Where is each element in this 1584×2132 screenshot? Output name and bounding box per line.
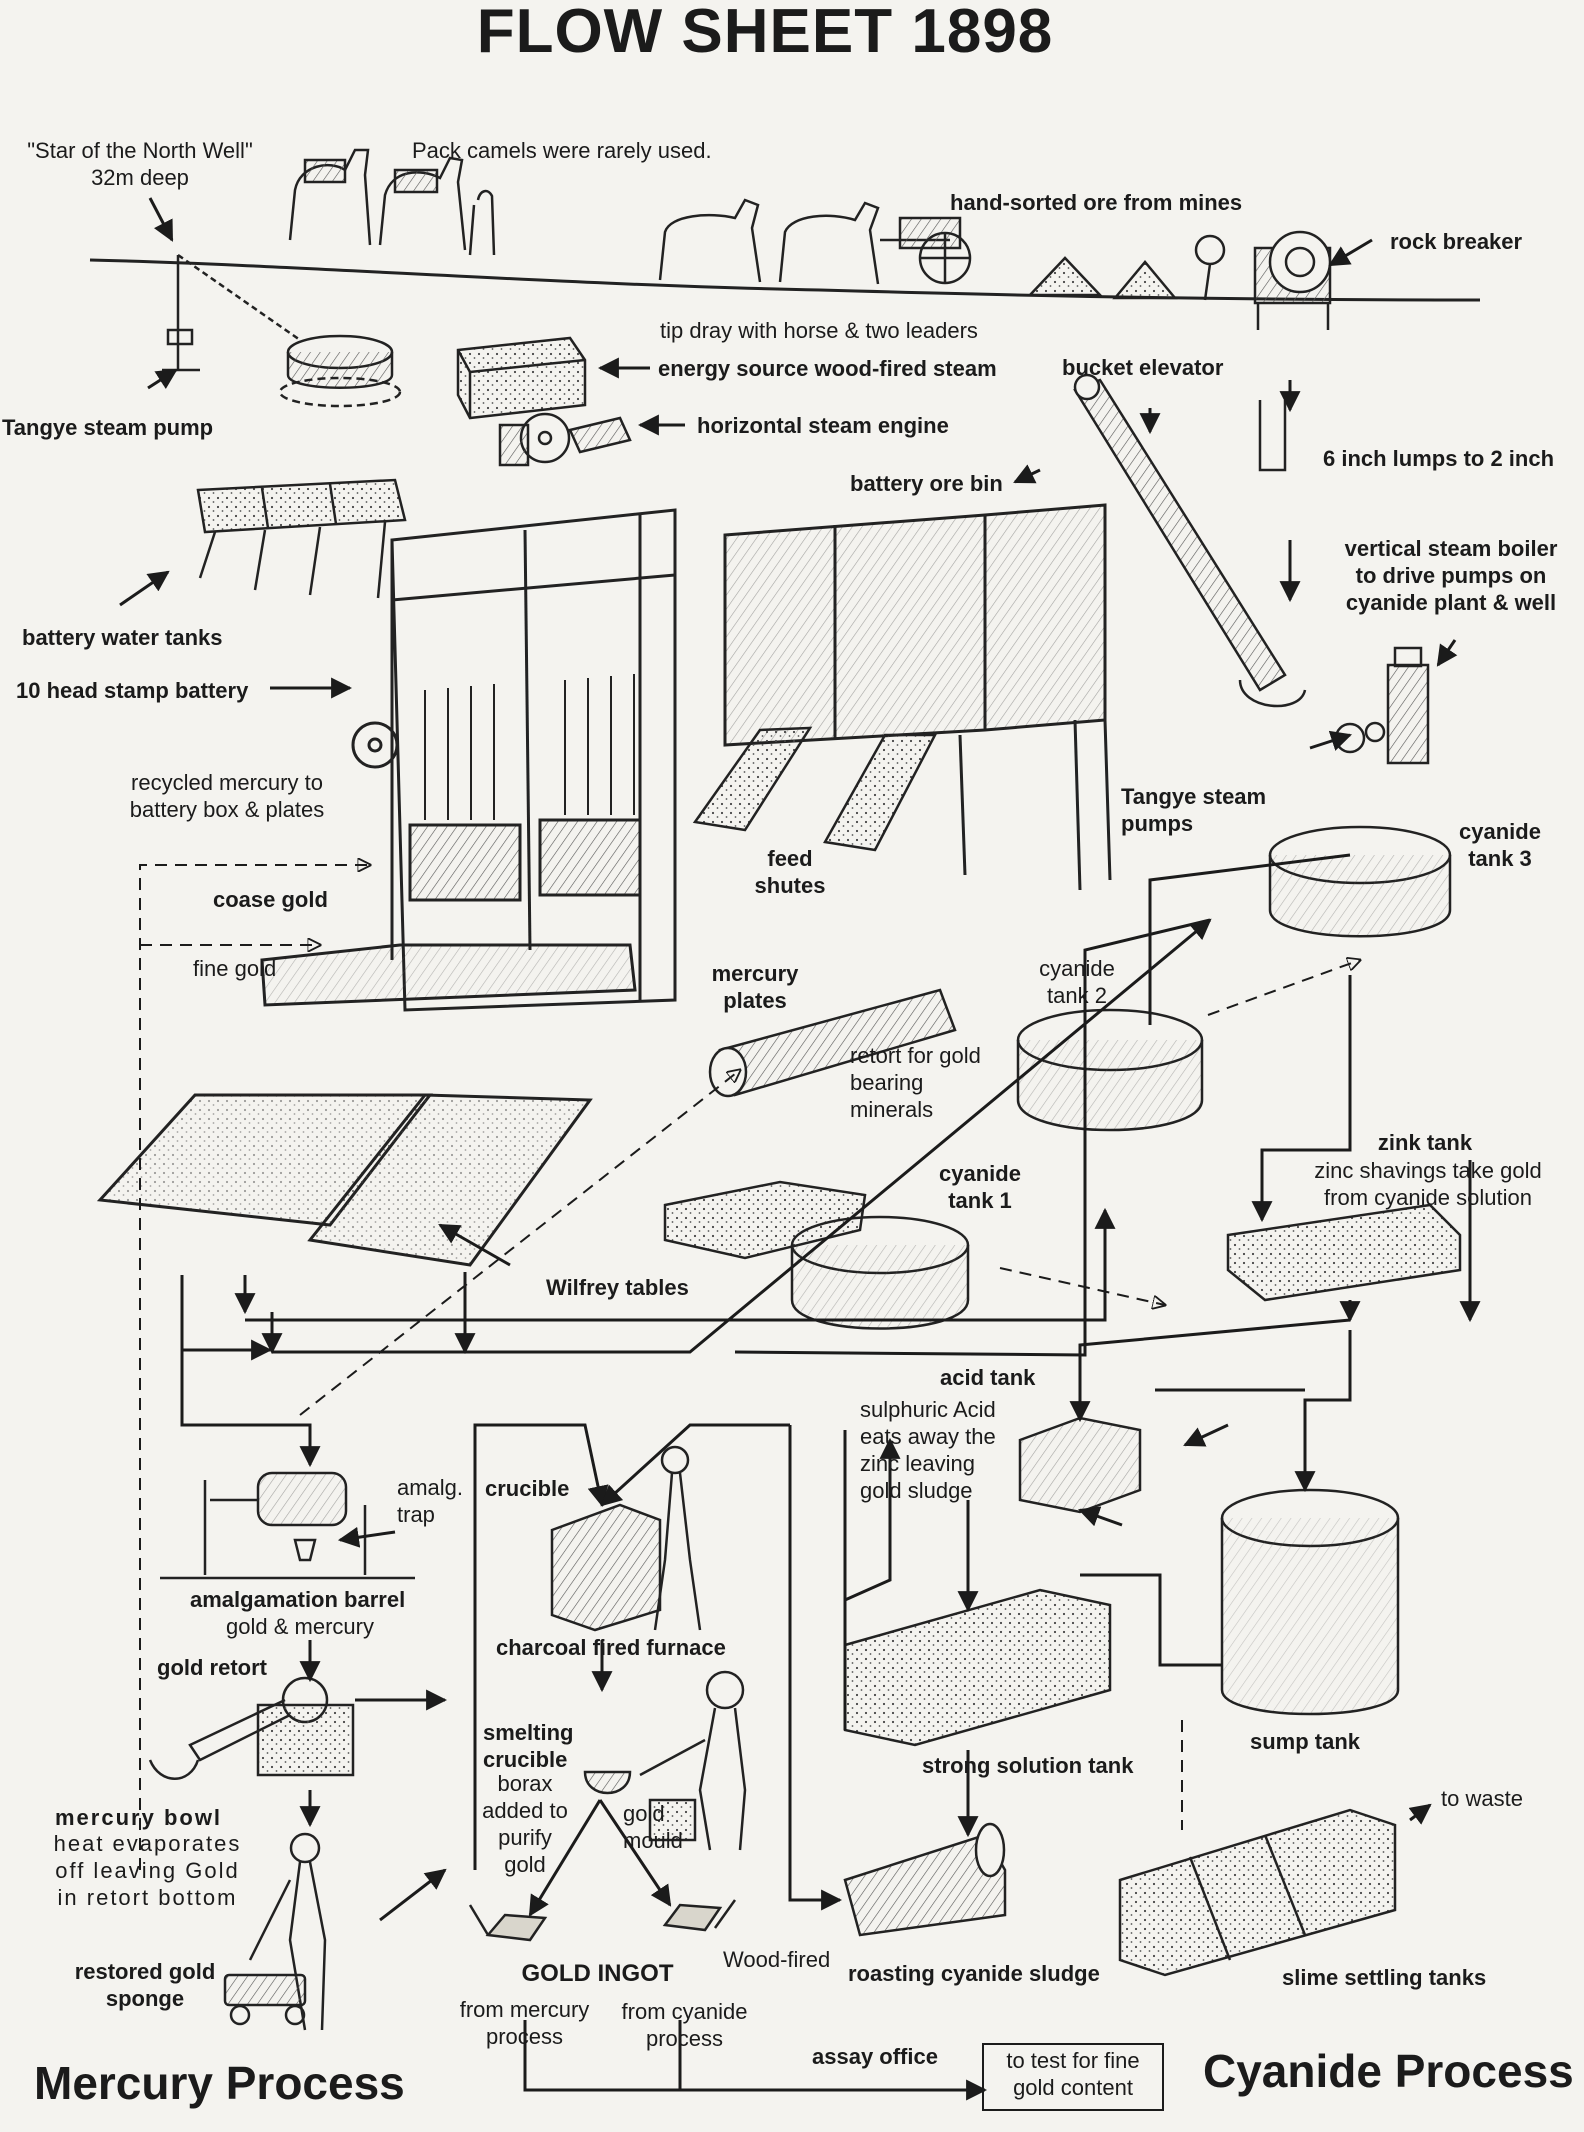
six-inch-label: 6 inch lumps to 2 inch xyxy=(1323,446,1555,471)
amalg-trap-label: amalg. trap xyxy=(397,1475,464,1527)
crucible-label: crucible xyxy=(485,1476,570,1501)
mercury-bowl-label: mercury bowl xyxy=(55,1805,223,1830)
battery-ore-bin-label: battery ore bin xyxy=(850,471,1003,496)
amalgamation-barrel-illustration xyxy=(160,1471,415,1580)
amalgamation-barrel-label: amalgamation barrel xyxy=(190,1587,406,1612)
smelting-crucible-label: smelting crucible xyxy=(483,1720,574,1772)
from-mercury-label: from mercury process xyxy=(459,1997,590,2049)
bucket-elevator-label: bucket elevator xyxy=(1062,355,1224,380)
gold-retort-label: gold retort xyxy=(157,1655,267,1680)
pack-camels-label: Pack camels were rarely used. xyxy=(412,138,712,163)
assay-office-label: assay office xyxy=(812,2044,938,2069)
cyanide-tank-1-illustration xyxy=(790,1215,970,1330)
cyanide-tank-3-label: cyanide tank 3 xyxy=(1459,819,1541,871)
mercury-process-heading: Mercury Process xyxy=(34,2057,405,2109)
mercury-plates-label: mercury plates xyxy=(711,961,799,1013)
battery-water-tanks-label: battery water tanks xyxy=(22,625,223,650)
zink-tank-illustration xyxy=(1226,1203,1462,1302)
slime-tanks-label: slime settling tanks xyxy=(1282,1965,1487,1990)
heat-evaporates-label: heat evaporates off leaving Gold in reto… xyxy=(53,1831,242,1910)
wilfrey-tables-illustration xyxy=(96,943,637,1267)
gold-mercury-label: gold & mercury xyxy=(226,1614,374,1639)
wood-fired-label: Wood-fired xyxy=(723,1947,831,1972)
stamp-battery-label: 10 head stamp battery xyxy=(16,678,249,703)
borax-label: borax added to purify gold xyxy=(482,1771,568,1877)
charcoal-furnace-label: charcoal fired furnace xyxy=(496,1635,726,1660)
strong-solution-label: strong solution tank xyxy=(922,1753,1134,1778)
tangye-pumps-label: Tangye steam pumps xyxy=(1121,784,1267,836)
steam-engine-illustration xyxy=(456,336,632,467)
retort-gold-label: retort for gold bearing minerals xyxy=(850,1043,981,1122)
cyanide-tank-2-label: cyanide tank 2 xyxy=(1039,956,1115,1008)
fine-gold-label: fine gold xyxy=(193,956,277,981)
battery-water-tanks-illustration xyxy=(196,478,407,599)
wilfrey-tables-label: Wilfrey tables xyxy=(546,1275,689,1300)
sump-tank-illustration xyxy=(1220,1488,1400,1716)
page-title: FLOW SHEET 1898 xyxy=(476,0,1054,66)
from-cyanide-label: from cyanide process xyxy=(621,1999,748,2051)
zink-tank-label: zink tank xyxy=(1377,1130,1473,1155)
pointer-arrows xyxy=(119,197,1458,1548)
rock-breaker-illustration xyxy=(1194,230,1332,330)
well-illustration xyxy=(162,253,402,408)
energy-source-label: energy source wood-fired steam xyxy=(658,356,997,381)
vertical-boiler-label: vertical steam boiler to drive pumps on … xyxy=(1344,536,1558,615)
cyanide-tank-3-illustration xyxy=(1268,825,1452,938)
tip-dray-label: tip dray with horse & two leaders xyxy=(660,318,978,343)
to-test-box: to test for fine gold content xyxy=(982,2043,1164,2111)
pack-camels-illustration xyxy=(288,148,496,256)
bucket-elevator-illustration xyxy=(1073,373,1307,708)
vertical-boiler-illustration xyxy=(1334,646,1430,765)
cyanide-tank-1-label: cyanide tank 1 xyxy=(939,1161,1021,1213)
zinc-shavings-label: zinc shavings take gold from cyanide sol… xyxy=(1314,1158,1542,1210)
strong-solution-tank-illustration xyxy=(843,1588,1112,1747)
cyanide-tank-2-illustration xyxy=(1016,1008,1204,1132)
coase-gold-label: coase gold xyxy=(213,887,328,912)
sulphuric-label: sulphuric Acid eats away the zinc leavin… xyxy=(860,1397,996,1503)
sponge-worker-illustration xyxy=(223,1832,327,2031)
smelting-worker-illustration xyxy=(583,1670,747,1851)
gold-mould-label: gold mould xyxy=(623,1801,683,1853)
to-waste-label: to waste xyxy=(1441,1786,1523,1811)
star-well-label: "Star of the North Well" 32m deep xyxy=(27,138,253,190)
feed-shutes-label: feed shutes xyxy=(754,846,826,898)
gold-ingots-illustration xyxy=(468,1899,737,1942)
gold-retort-illustration xyxy=(148,1676,355,1780)
horizontal-engine-label: horizontal steam engine xyxy=(697,413,949,438)
slime-settling-tanks-illustration xyxy=(1118,1808,1397,1977)
recycled-mercury-label: recycled mercury to battery box & plates xyxy=(129,770,325,822)
ground-line xyxy=(89,258,1481,302)
tray-illustration xyxy=(663,1180,867,1260)
stamp-battery-illustration xyxy=(351,508,677,1012)
charcoal-furnace-illustration xyxy=(550,1445,702,1632)
gold-ingot-label: GOLD INGOT xyxy=(521,1960,674,1987)
sump-tank-label: sump tank xyxy=(1250,1729,1361,1754)
feed-shutes-illustration xyxy=(692,726,938,852)
roasting-label: roasting cyanide sludge xyxy=(848,1961,1100,1986)
cyanide-process-heading: Cyanide Process xyxy=(1203,2045,1574,2097)
recycle-dashed-lines xyxy=(139,865,1360,1870)
restored-sponge-label: restored gold sponge xyxy=(74,1959,216,2011)
hand-sorted-label: hand-sorted ore from mines xyxy=(950,190,1243,215)
tangye-pump-label: Tangye steam pump xyxy=(2,415,214,440)
horse-dray-illustration xyxy=(658,198,1178,300)
acid-tank-label: acid tank xyxy=(940,1365,1036,1390)
battery-ore-bin-illustration xyxy=(723,503,1112,891)
roasting-retort-illustration xyxy=(843,1822,1007,1937)
rock-breaker-label: rock breaker xyxy=(1390,229,1523,254)
